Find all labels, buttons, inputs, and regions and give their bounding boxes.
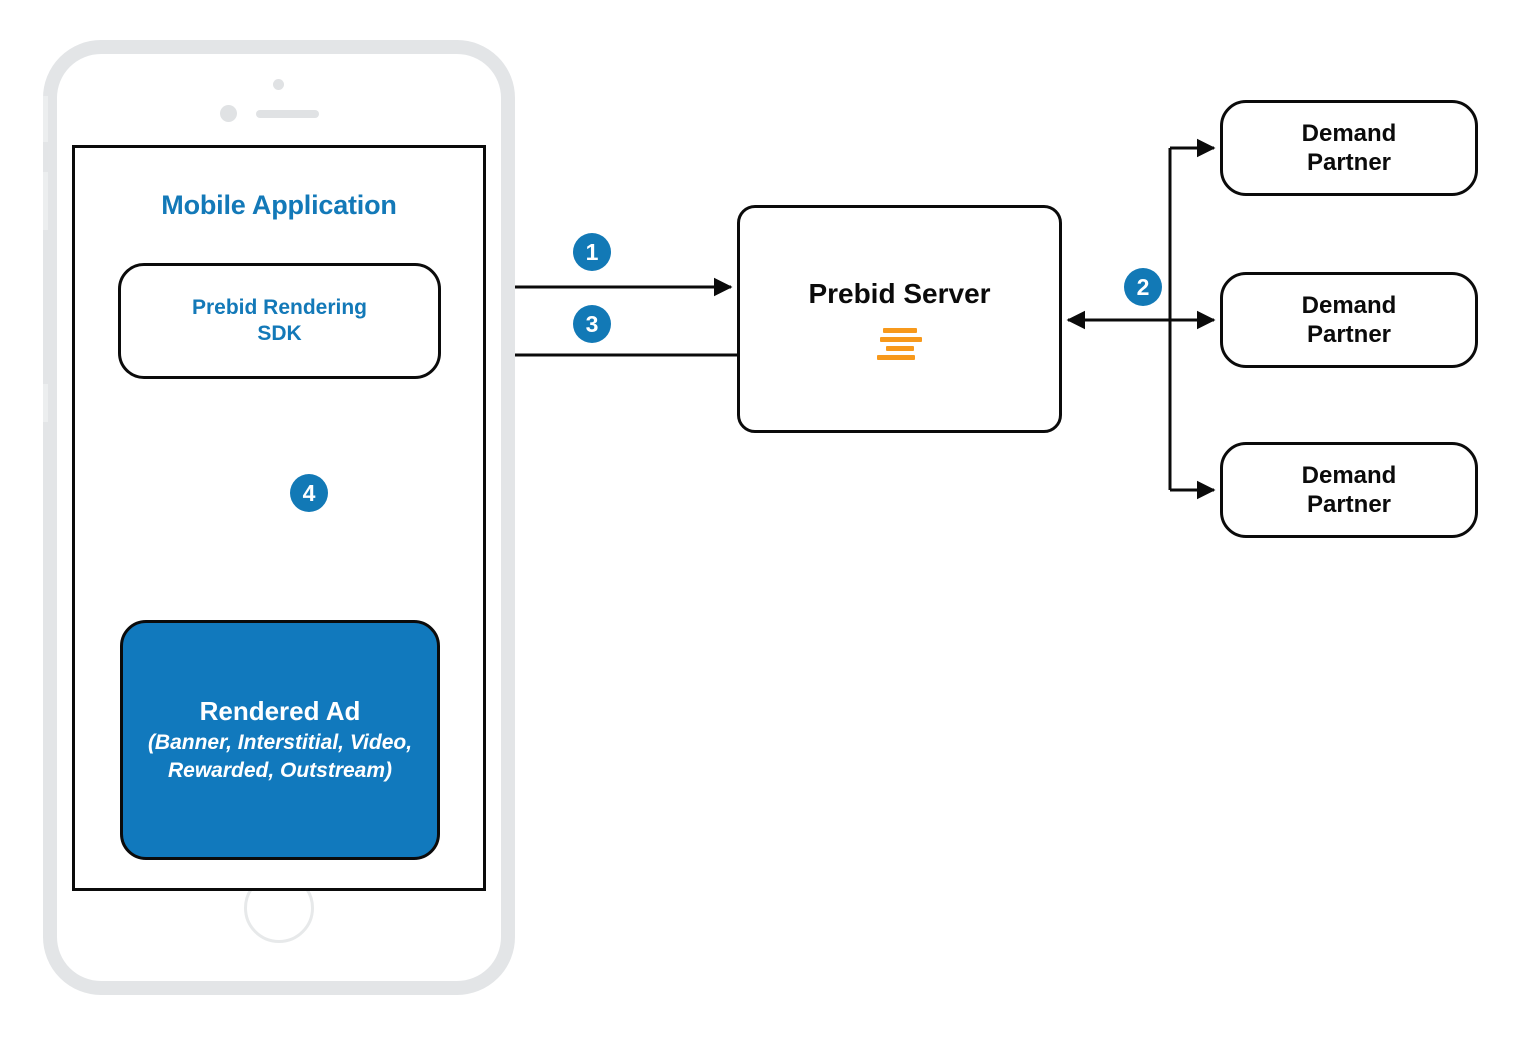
sdk-label-line2: SDK [257,322,302,345]
prebid-bars-logo-icon [872,326,928,360]
demand-partner-3-line1: Demand [1301,461,1397,489]
rendered-ad-title: Rendered Ad [199,695,361,726]
earpiece-speaker-icon [256,110,319,118]
rendered-ad-subtitle-line2: Rewarded, Outstream) [167,758,393,782]
demand-partner-2-line2: Partner [1306,321,1392,348]
demand-partner-2-line1: Demand [1301,291,1397,319]
sdk-label-line1: Prebid Rendering [191,295,368,319]
phone-side-button-volume-up-icon [43,172,48,230]
step-badge-3: 3 [573,305,611,343]
prebid-server-title: Prebid Server [808,278,991,309]
demand-partner-1-line2: Partner [1306,149,1392,176]
phone-side-button-volume-down-icon [43,384,48,422]
demand-partner-node-3[interactable]: Demand Partner [1220,442,1478,538]
demand-partner-3-line2: Partner [1306,491,1392,518]
step-badge-4: 4 [290,474,328,512]
front-camera-icon [220,105,237,122]
rendered-ad-node[interactable]: Rendered Ad (Banner, Interstitial, Video… [120,620,440,860]
step-badge-1: 1 [573,233,611,271]
demand-partner-node-1[interactable]: Demand Partner [1220,100,1478,196]
prebid-rendering-sdk-node[interactable]: Prebid Rendering SDK [118,263,441,379]
demand-partner-node-2[interactable]: Demand Partner [1220,272,1478,368]
prebid-server-node[interactable]: Prebid Server [737,205,1062,433]
phone-side-button-mute-icon [43,96,48,142]
mobile-application-title: Mobile Application [161,190,397,220]
rendered-ad-subtitle-line1: (Banner, Interstitial, Video, [147,730,413,754]
demand-partner-1-line1: Demand [1301,119,1397,147]
proximity-sensor-icon [273,79,284,90]
step-badge-2: 2 [1124,268,1162,306]
